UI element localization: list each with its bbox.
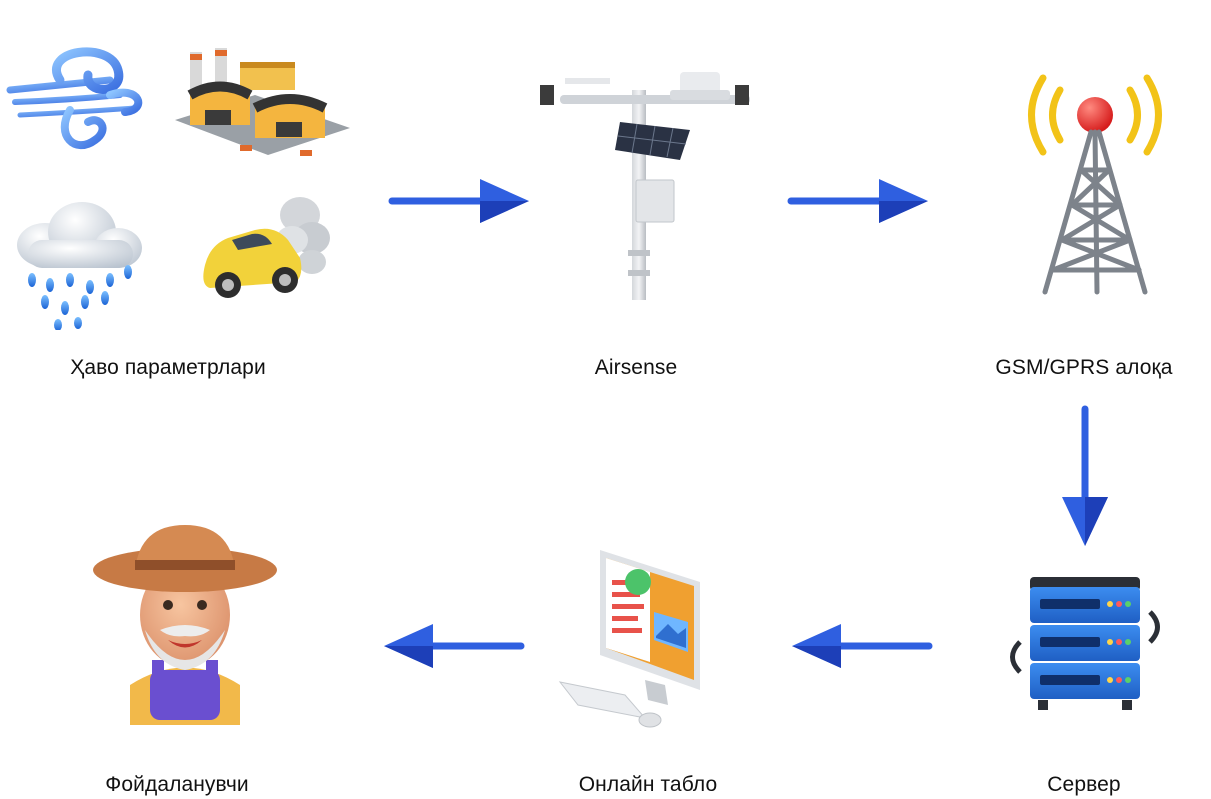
user-label: Фойдаланувчи: [105, 773, 249, 796]
server-label: Сервер: [1047, 773, 1121, 796]
server-node: [1000, 572, 1175, 717]
weather-parameters-label: Ҳаво параметрлари: [70, 356, 266, 379]
airsense-node: [520, 60, 760, 305]
factory-icon: [175, 48, 350, 156]
arrow-airsense-to-gsm: [787, 179, 928, 223]
gsm-label: GSM/GPRS алоқа: [995, 356, 1173, 379]
weather-sources-icon: [6, 47, 350, 330]
monitor-icon: [558, 550, 700, 728]
dashboard-label: Онлайн табло: [578, 773, 718, 796]
dashboard-node: [550, 540, 730, 735]
weather-station-icon: [540, 72, 750, 300]
user-node: [90, 520, 280, 725]
car-exhaust-icon: [203, 197, 330, 298]
weather-parameters-node: [0, 40, 360, 330]
wind-icon: [6, 47, 143, 150]
arrow-dashboard-to-user: [384, 624, 525, 668]
arrow-gsm-to-server: [1062, 405, 1108, 546]
server-rack-icon: [1010, 577, 1160, 710]
gsm-node: [1015, 70, 1175, 300]
radio-tower-icon: [1028, 74, 1162, 295]
arrow-server-to-dashboard: [792, 624, 933, 668]
arrow-weather-to-airsense: [388, 179, 529, 223]
farmer-avatar-icon: [93, 525, 277, 725]
airsense-label: Airsense: [594, 356, 678, 379]
rain-cloud-icon: [17, 202, 142, 330]
